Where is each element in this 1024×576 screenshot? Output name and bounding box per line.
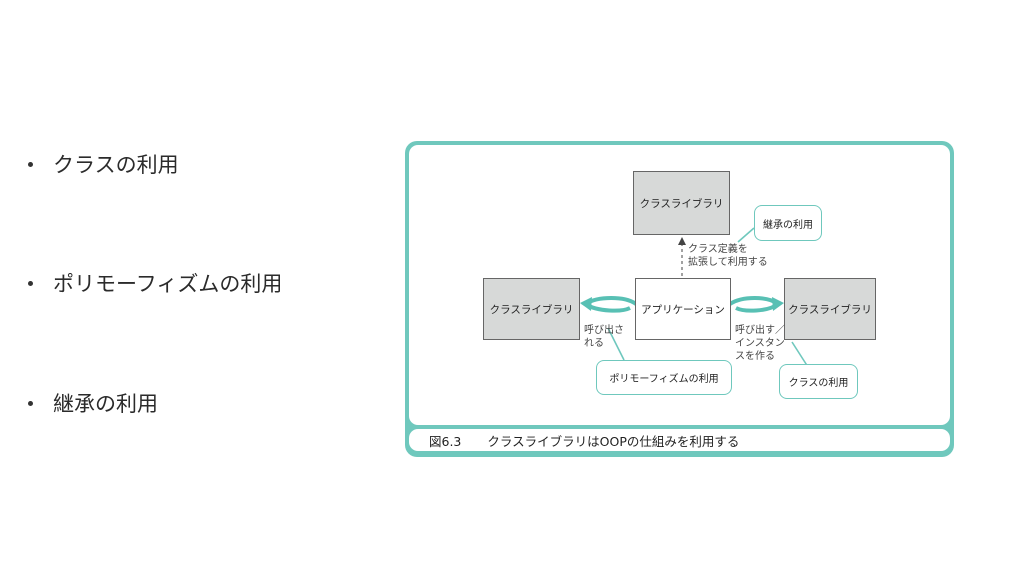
polymorphism-callout: ポリモーフィズムの利用 (596, 360, 732, 395)
extend-note: クラス定義を 拡張して利用する (688, 244, 768, 268)
left-library-box: クラスライブラリ (483, 278, 580, 340)
callout-pointer (791, 341, 809, 368)
inheritance-callout: 継承の利用 (754, 205, 822, 241)
bullet-item: 継承の利用 (28, 388, 158, 418)
callout-pointer (737, 227, 755, 243)
instantiate-note: 呼び出す／ インスタン スを作る (735, 325, 785, 362)
application-box: アプリケーション (635, 278, 731, 340)
top-library-box: クラスライブラリ (633, 171, 730, 235)
bullet-label: ポリモーフィズムの利用 (53, 272, 283, 296)
right-library-box: クラスライブラリ (784, 278, 876, 340)
caption-number: 図6.3 (429, 433, 462, 449)
callout-pointer (607, 327, 625, 361)
arrowhead-icon (580, 297, 592, 311)
bullet-dot-icon (28, 400, 33, 406)
caption-text: クラスライブラリはOOPの仕組みを利用する (487, 433, 740, 449)
left-call-arrow (581, 296, 638, 313)
bullet-item: ポリモーフィズムの利用 (28, 268, 282, 298)
arrowhead-icon (772, 297, 784, 311)
arrowhead-icon (678, 237, 686, 245)
bullet-item: クラスの利用 (28, 149, 179, 179)
bullet-label: クラスの利用 (53, 153, 179, 177)
right-call-arrow (728, 296, 782, 313)
bullet-dot-icon (28, 280, 33, 286)
bullet-dot-icon (28, 161, 33, 167)
figure-caption: 図6.3 クラスライブラリはOOPの仕組みを利用する (409, 429, 950, 451)
class-use-callout: クラスの利用 (779, 364, 858, 399)
bullet-label: 継承の利用 (53, 392, 158, 416)
called-note: 呼び出さ れる (584, 325, 624, 349)
